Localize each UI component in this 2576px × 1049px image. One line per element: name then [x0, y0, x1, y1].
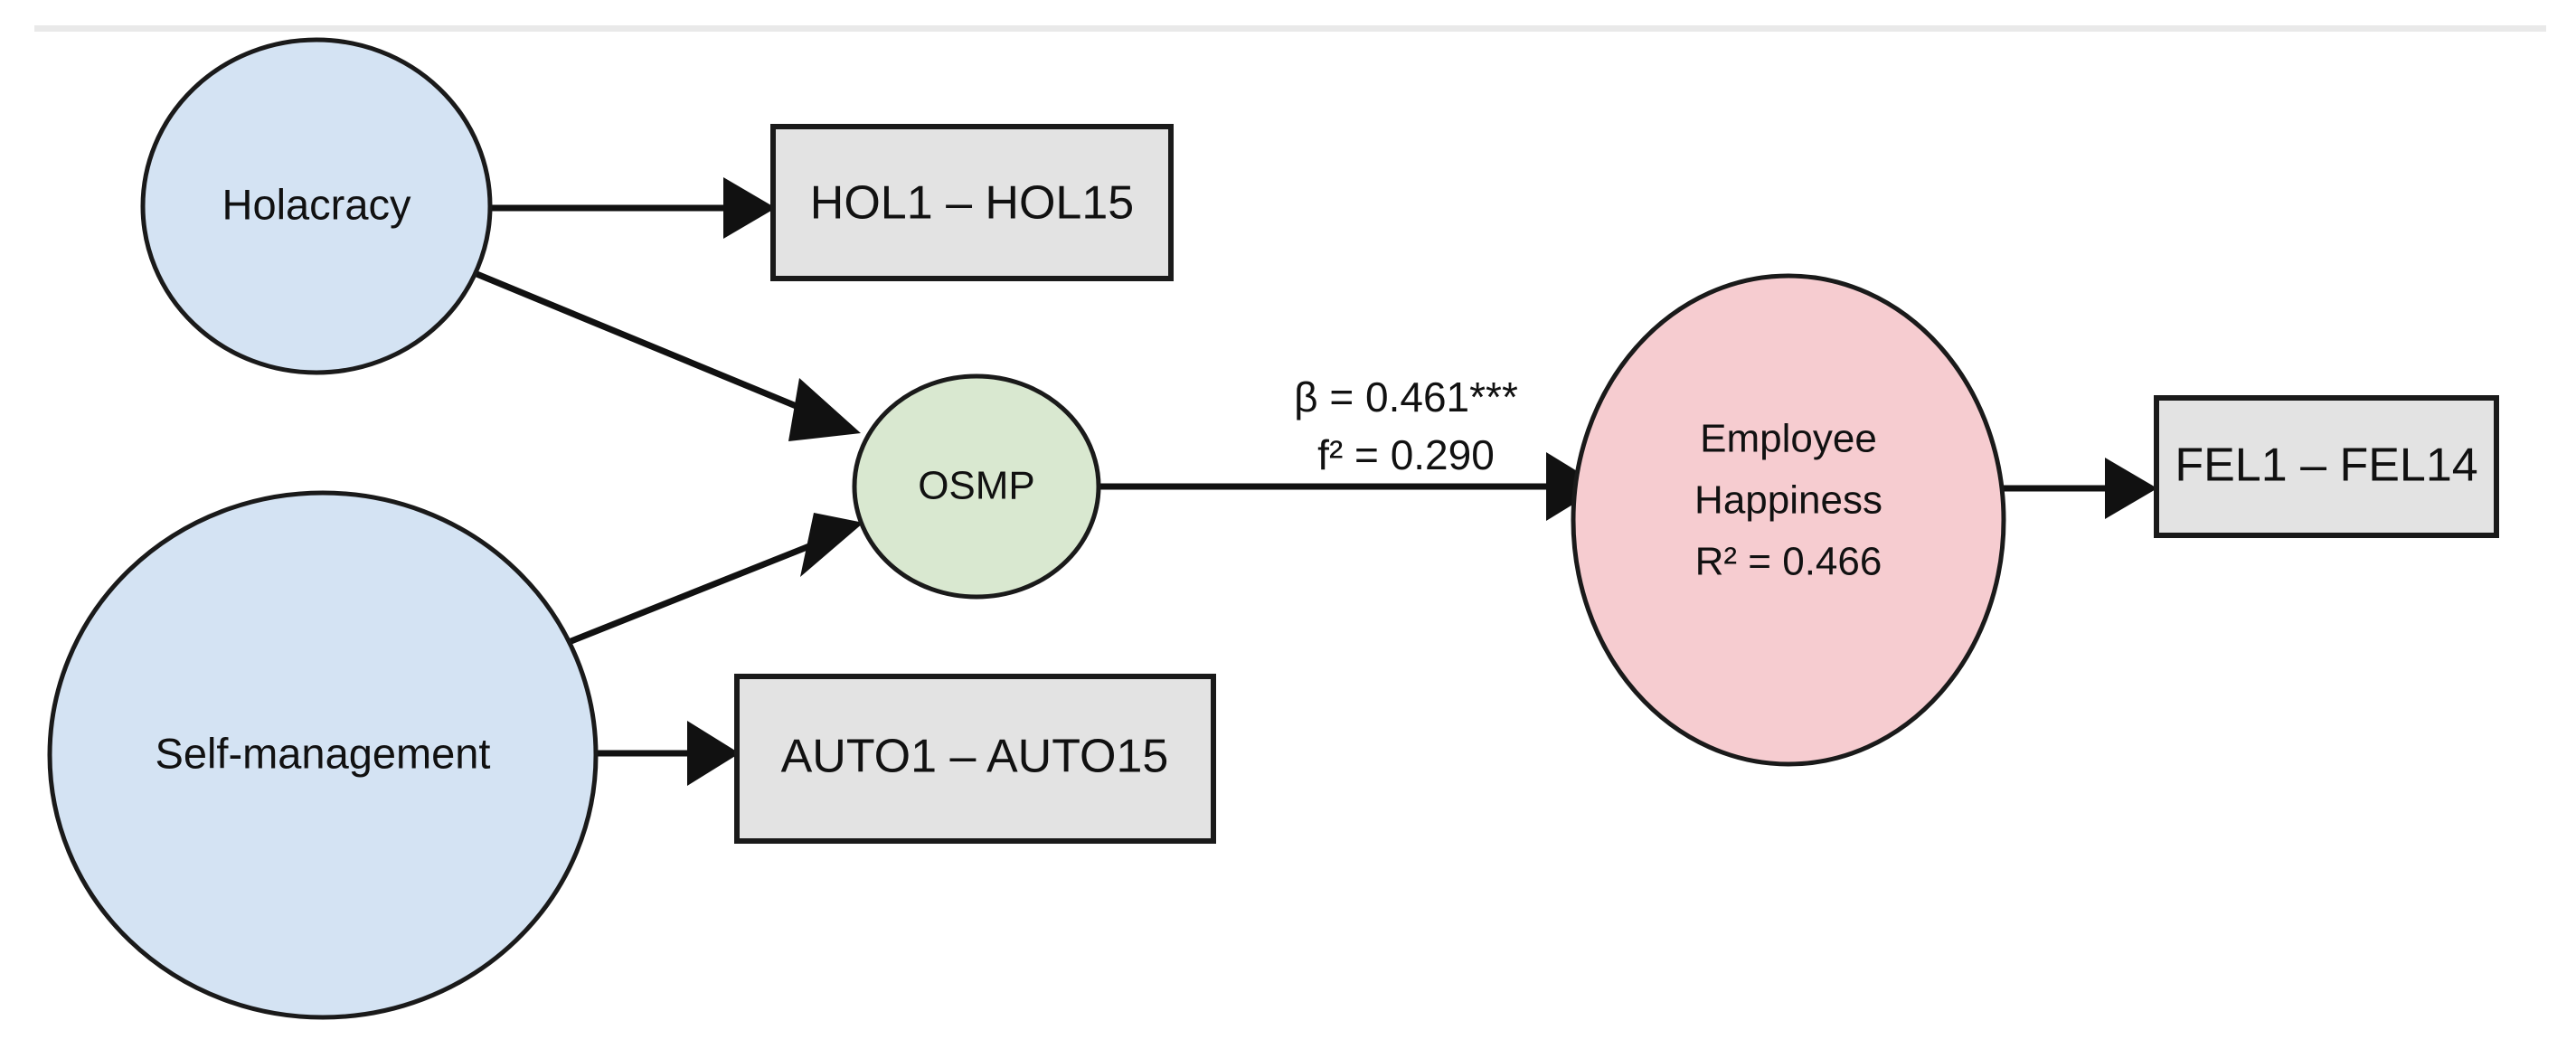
- edge-line-holacracy-osmp: [468, 268, 811, 415]
- node-self-management-ellipse: [47, 490, 599, 1020]
- arrowhead-holacracy-osmp: [788, 378, 861, 441]
- node-holacracy-label: Holacracy: [222, 180, 411, 228]
- edge-line-selfmanagement-osmp: [562, 541, 816, 647]
- indicator-box-hol-label: HOL1 – HOL15: [810, 177, 1134, 230]
- indicator-box-fel-rect: [2154, 395, 2499, 538]
- node-self-management-label: Self-management: [156, 729, 491, 777]
- edge-self-management-to-osmp: [562, 513, 863, 647]
- edge-employee-happiness-to-fel: [2002, 458, 2157, 519]
- node-holacracy[interactable]: Holacracy: [140, 37, 493, 375]
- indicator-box-auto-label: AUTO1 – AUTO15: [781, 731, 1169, 783]
- node-employee-happiness[interactable]: Employee Happiness R² = 0.466: [1571, 273, 2006, 767]
- node-osmp[interactable]: OSMP: [852, 373, 1101, 600]
- indicator-box-fel-label: FEL1 – FEL14: [2175, 439, 2477, 492]
- node-osmp-ellipse: [852, 373, 1101, 600]
- indicator-box-hol[interactable]: HOL1 – HOL15: [770, 124, 1174, 281]
- arrowhead-happiness-fel: [2105, 458, 2157, 519]
- node-employee-happiness-ellipse: [1571, 273, 2006, 767]
- arrowhead-holacracy-hol: [723, 177, 776, 239]
- f-squared-label: f² = 0.290: [1317, 431, 1495, 478]
- node-employee-happiness-label-line1: Employee: [1700, 417, 1877, 461]
- node-osmp-label: OSMP: [918, 464, 1035, 508]
- node-self-management[interactable]: Self-management: [47, 490, 599, 1020]
- figure-top-rule: [34, 25, 2546, 32]
- indicator-box-auto-rect: [734, 674, 1216, 844]
- edge-holacracy-to-osmp: [468, 268, 861, 441]
- indicator-box-hol-rect: [770, 124, 1174, 281]
- arrowhead-selfmanagement-osmp: [800, 513, 863, 577]
- indicator-box-fel[interactable]: FEL1 – FEL14: [2154, 395, 2499, 538]
- node-employee-happiness-label-line2: Happiness: [1694, 478, 1882, 523]
- node-holacracy-ellipse: [140, 37, 493, 375]
- edge-self-management-to-auto: [583, 721, 740, 786]
- path-coefficient-label-osmp-happiness: β = 0.461*** f² = 0.290: [1294, 373, 1518, 478]
- node-employee-happiness-r-squared: R² = 0.466: [1695, 540, 1882, 584]
- indicator-box-auto[interactable]: AUTO1 – AUTO15: [734, 674, 1216, 844]
- edge-holacracy-to-hol: [484, 177, 776, 239]
- beta-coefficient-label: β = 0.461***: [1294, 373, 1518, 421]
- arrowhead-selfmanagement-auto: [687, 721, 740, 786]
